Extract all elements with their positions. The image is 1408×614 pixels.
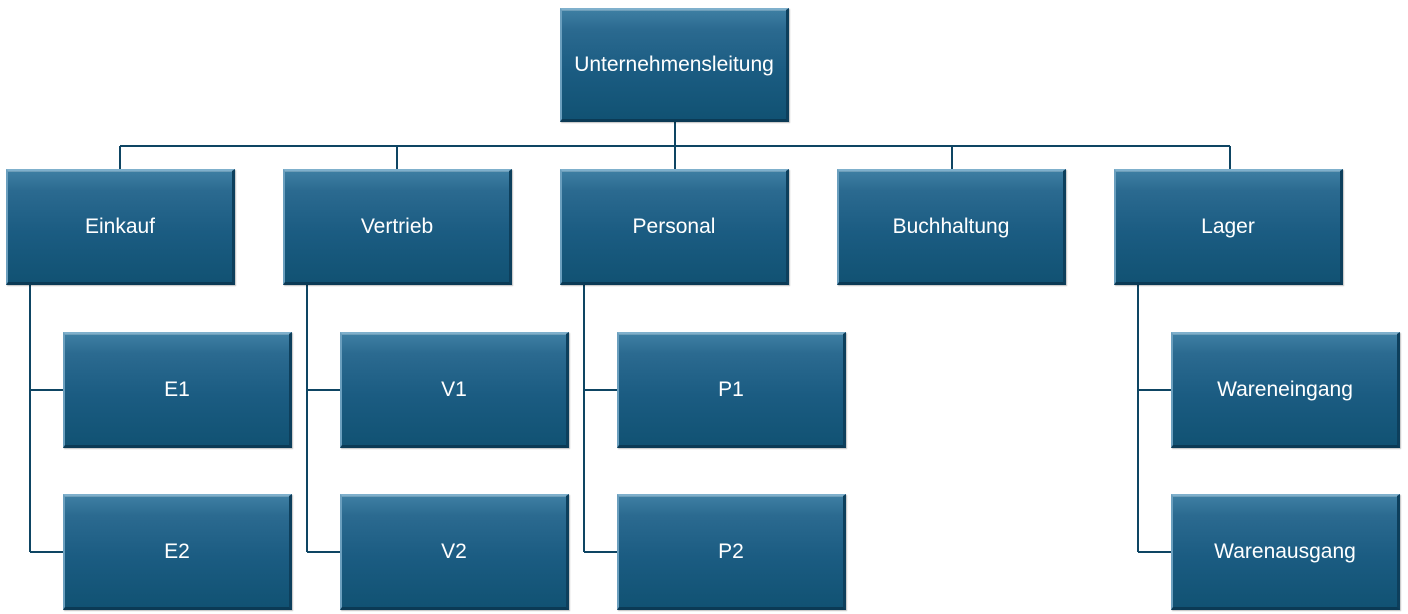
- node-personal: Personal: [560, 169, 789, 285]
- node-lager: Lager: [1114, 169, 1343, 285]
- node-unternehmensleitung: Unternehmensleitung: [560, 8, 789, 122]
- node-warenausgang: Warenausgang: [1171, 494, 1400, 610]
- node-e1: E1: [63, 332, 292, 448]
- node-v2: V2: [340, 494, 569, 610]
- node-p1: P1: [617, 332, 846, 448]
- node-einkauf: Einkauf: [6, 169, 235, 285]
- node-vertrieb: Vertrieb: [283, 169, 512, 285]
- node-p2: P2: [617, 494, 846, 610]
- node-buchhaltung: Buchhaltung: [837, 169, 1066, 285]
- node-wareneingang: Wareneingang: [1171, 332, 1400, 448]
- node-e2: E2: [63, 494, 292, 610]
- node-v1: V1: [340, 332, 569, 448]
